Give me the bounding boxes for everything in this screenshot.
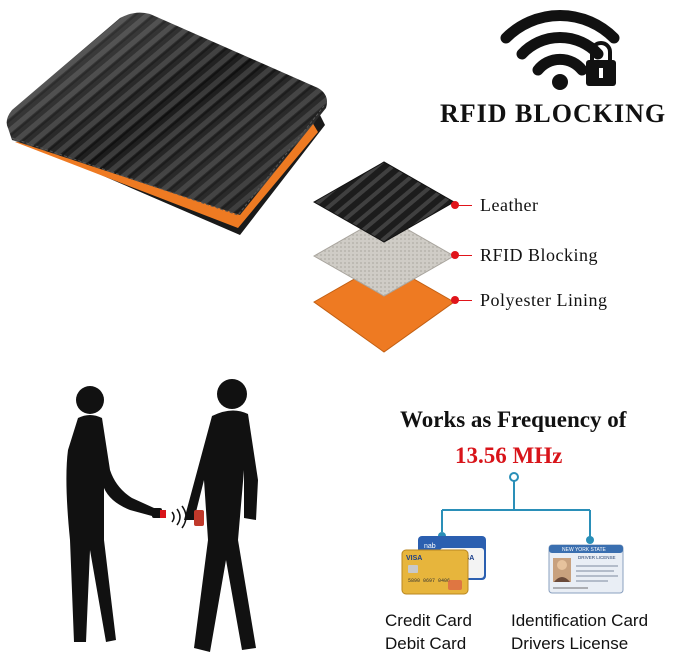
frequency-value: 13.56 MHz [455,443,563,468]
credit-card-caption: Credit Card Debit Card [385,609,472,655]
debit-card-label: Debit Card [385,634,467,653]
layer-label-polyester-lining: Polyester Lining [480,290,608,310]
frequency-connector [438,472,594,544]
svg-text:5890 0697 0406: 5890 0697 0406 [408,578,450,584]
frequency-title: Works as Frequency of [400,407,627,432]
drivers-license-label: Drivers License [511,634,629,653]
leather-pointer-line [456,205,472,206]
leather-pointer-dot [451,201,459,209]
id-card-caption: Identification Card Drivers License [511,609,648,655]
lining-pointer-dot [451,296,459,304]
credit-card-label: Credit Card [385,611,472,630]
lining-pointer-line [456,300,472,301]
svg-text:NEW YORK STATE: NEW YORK STATE [562,547,607,553]
rfid-blocking-title: RFID BLOCKING [440,99,667,128]
layer-label-leather: Leather [480,195,539,215]
wifi-lock-icon [500,10,620,90]
carbon-fiber-wallet-image [6,12,328,235]
material-layers-diagram [312,161,456,353]
card-bank-label: nab [424,543,436,550]
credit-card-image: nab VISA VISA 5890 0697 0406 [401,536,486,595]
layer-label-rfid-blocking: RFID Blocking [480,245,599,265]
leather-layer [312,161,456,243]
svg-text:DRIVER LICENSE: DRIVER LICENSE [578,555,616,560]
svg-text:VISA: VISA [406,555,422,562]
id-card-image: NEW YORK STATE DRIVER LICENSE [548,544,624,594]
rfid-layer-pointer-line [456,255,472,256]
identification-card-label: Identification Card [511,611,649,630]
rfid-layer-pointer-dot [451,251,459,259]
rfid-theft-silhouettes [66,379,258,652]
